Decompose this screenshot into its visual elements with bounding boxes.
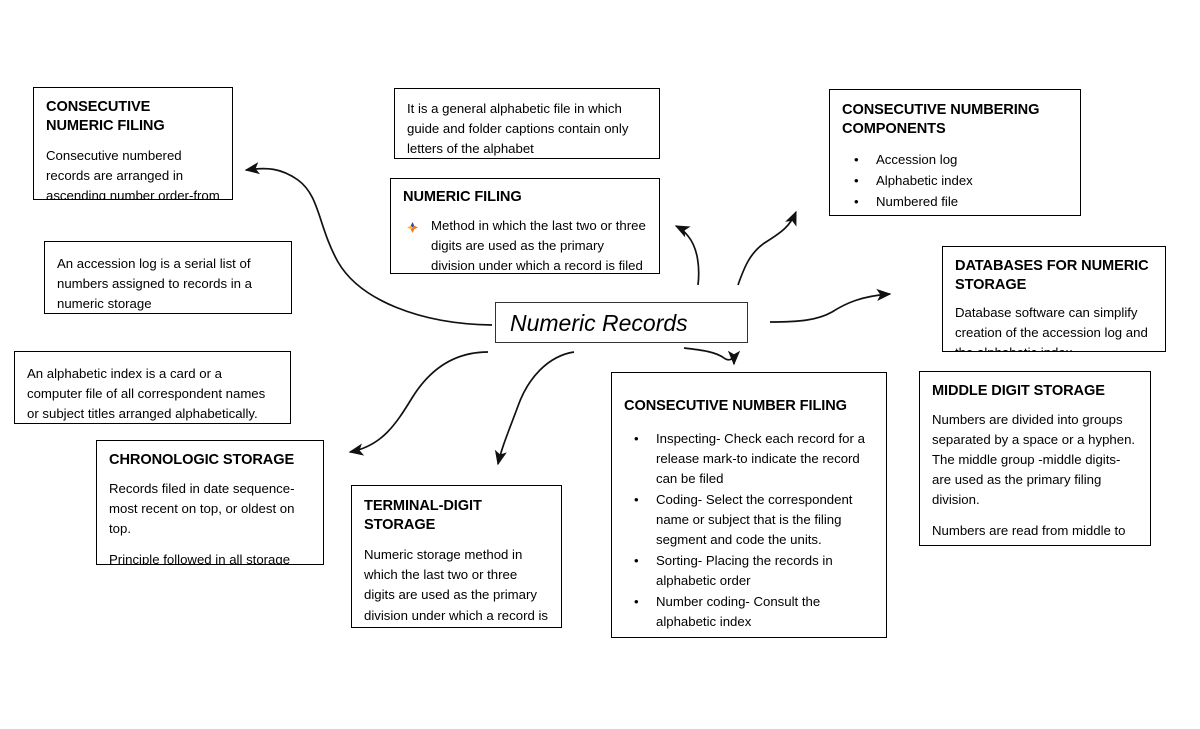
arrow-to-terminal-digit-storage (494, 351, 575, 466)
list-item-text: Sorting- Placing the records in alphabet… (656, 553, 833, 589)
node-body: An accession log is a serial list of num… (57, 256, 252, 312)
node-consecutive-number-filing[interactable]: CONSECUTIVE NUMBER FILING • Inspecting- … (611, 372, 887, 638)
bullet-icon: • (634, 594, 639, 610)
node-body: Numeric storage method in which the last… (364, 547, 548, 623)
list-item-text: Alphabetic index (876, 173, 973, 189)
node-numeric-filing[interactable]: NUMERIC FILING Method in which the last … (390, 178, 660, 274)
list-item: • Accession log (842, 150, 1068, 170)
center-node-title-line1: Numeric Records (510, 310, 688, 336)
node-chronologic-storage[interactable]: CHRONOLOGIC STORAGE Records filed in dat… (96, 440, 324, 565)
arrow-to-databases-for-numeric-storage (769, 288, 892, 323)
node-body: An alphabetic index is a card or a compu… (27, 366, 266, 422)
bullet-icon: • (634, 491, 639, 507)
list-item: • Write the assigned file code or a G in… (624, 633, 874, 637)
node-body-2: Principle followed in all storage method… (109, 551, 291, 565)
node-title: DATABASES FOR NUMERIC STORAGE (955, 258, 1149, 293)
node-title: NUMERIC FILING (403, 189, 522, 205)
list-item-text: Inspecting- Check each record for a rele… (656, 430, 865, 486)
list-item-text: Number coding- Consult the alphabetic in… (656, 594, 821, 630)
node-body: Consecutive numbered records are arrange… (46, 148, 220, 200)
node-accession-log[interactable]: An accession log is a serial list of num… (44, 241, 292, 314)
node-body: It is a general alphabetic file in which… (407, 101, 629, 157)
node-middle-digit-storage[interactable]: MIDDLE DIGIT STORAGE Numbers are divided… (919, 371, 1151, 546)
list-item: • Number coding- Consult the alphabetic … (624, 592, 874, 632)
node-bullet-list: • Accession log • Alphabetic index • Num… (842, 150, 1068, 215)
node-body-1: Numbers are divided into groups separate… (932, 411, 1136, 507)
list-item: • Numbered file (842, 192, 1068, 212)
list-item: • Alphabetic index (842, 171, 1068, 191)
list-item-text: Numbered file (876, 194, 959, 210)
node-body-2: Numbers are read from middle to left to … (932, 522, 1126, 545)
bullet-icon: • (854, 194, 859, 210)
bullet-icon: • (634, 633, 639, 637)
list-item-text: Write the assigned file code or a G in u… (656, 635, 872, 637)
node-alphabetic-file-note[interactable]: It is a general alphabetic file in which… (394, 88, 660, 159)
node-title: CONSECUTIVE NUMBER FILING (624, 398, 847, 414)
diamond-cross-marker-icon (407, 219, 418, 233)
node-title: MIDDLE DIGIT STORAGE (932, 383, 1105, 399)
list-item: • Inspecting- Check each record for a re… (624, 429, 874, 489)
list-item: • Sorting- Placing the records in alphab… (624, 551, 874, 591)
node-title: TERMINAL-DIGIT STORAGE (364, 498, 482, 533)
node-consecutive-numeric-filing[interactable]: CONSECUTIVE NUMERIC FILING Consecutive n… (33, 87, 233, 200)
center-node-title-line2: Management (496, 339, 747, 342)
bullet-icon: • (634, 553, 639, 569)
list-item: • Alphabetic file (842, 214, 1068, 215)
node-title: CHRONOLOGIC STORAGE (109, 452, 295, 468)
arrow-to-consecutive-number-filing (683, 347, 741, 366)
node-title: CONSECUTIVE NUMERIC FILING (46, 99, 165, 134)
bullet-icon: • (634, 430, 639, 446)
list-item: • Coding- Select the correspondent name … (624, 490, 874, 550)
arrow-to-chronologic-storage (348, 351, 489, 456)
list-item-text: Accession log (876, 152, 958, 168)
center-node-numeric-records-management[interactable]: Numeric Records Management (495, 302, 748, 343)
bullet-icon: • (854, 173, 859, 189)
node-alphabetic-index[interactable]: An alphabetic index is a card or a compu… (14, 351, 291, 424)
node-databases-for-numeric-storage[interactable]: DATABASES FOR NUMERIC STORAGE Database s… (942, 246, 1166, 352)
arrow-to-consecutive-numbering-components (737, 210, 797, 286)
bullet-icon: • (854, 214, 859, 215)
node-consecutive-numbering-components[interactable]: CONSECUTIVE NUMBERING COMPONENTS • Acces… (829, 89, 1081, 216)
list-item: Method in which the last two or three di… (403, 216, 647, 273)
node-terminal-digit-storage[interactable]: TERMINAL-DIGIT STORAGE Numeric storage m… (351, 485, 562, 628)
node-bullet-list: • Inspecting- Check each record for a re… (624, 429, 874, 637)
node-title: CONSECUTIVE NUMBERING COMPONENTS (842, 102, 1040, 137)
list-item-text: Method in which the last two or three di… (431, 217, 646, 273)
arrow-to-numeric-filing (674, 225, 700, 286)
bullet-icon: • (854, 152, 859, 168)
list-item-text: Coding- Select the correspondent name or… (656, 491, 853, 547)
node-body-1: Records filed in date sequence- most rec… (109, 480, 295, 536)
node-body: Database software can simplify creation … (955, 305, 1148, 351)
